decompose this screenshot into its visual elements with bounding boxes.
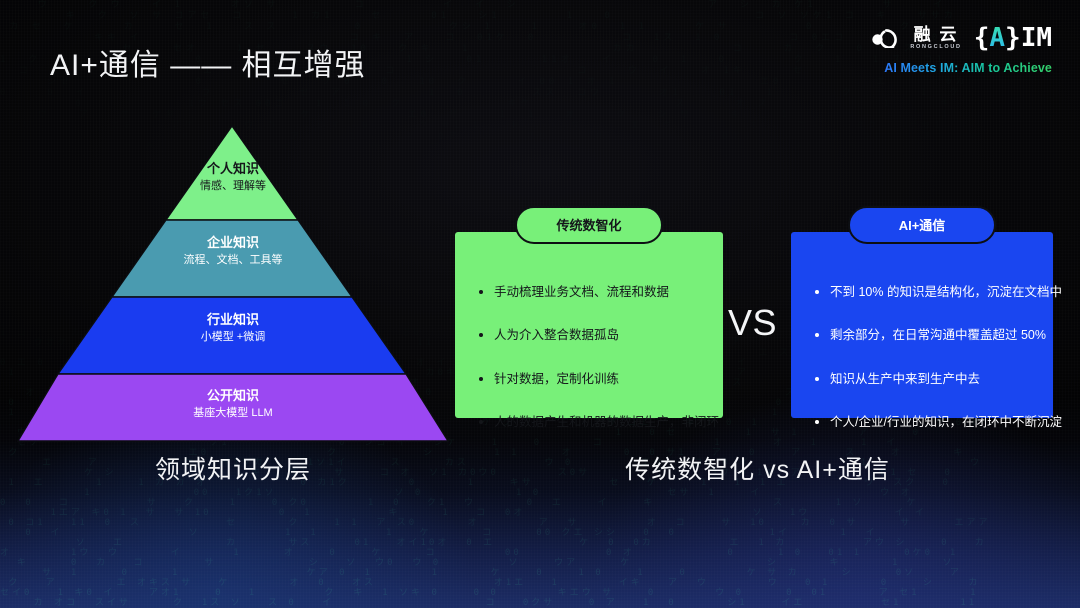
list-item: 知识从生产中来到生产中去 xyxy=(815,371,1035,387)
aim-letter-a: A xyxy=(989,25,1005,51)
card-traditional: 传统数智化 手动梳理业务文档、流程和数据 人为介入整合数据孤岛 针对数据，定制化… xyxy=(455,232,723,418)
list-item: 人的数据产生和机器的数据生产，非闭环 xyxy=(479,414,705,430)
vs-label: VS xyxy=(728,302,777,344)
brand-logos-row: 融 云 RONGCLOUD { A } IM xyxy=(870,22,1052,54)
brand-lockup: 融 云 RONGCLOUD { A } IM AI Meets IM: AIM … xyxy=(870,22,1052,75)
pyramid-layer-4-shape xyxy=(18,374,448,441)
rongcloud-wordmark: 融 云 RONGCLOUD xyxy=(910,26,961,51)
rongcloud-logo: 融 云 RONGCLOUD xyxy=(870,26,961,51)
list-item: 针对数据，定制化训练 xyxy=(479,371,705,387)
aim-logo: { A } IM xyxy=(974,25,1052,51)
aim-brace-close: } xyxy=(1005,25,1021,51)
knowledge-pyramid: 个人知识 情感、理解等 企业知识 流程、文档、工具等 行业知识 小模型 +微调 … xyxy=(16,124,450,444)
aim-brace-open: { xyxy=(974,25,990,51)
card-ai-communication-bullets: 不到 10% 的知识是结构化，沉淀在文档中 剩余部分，在日常沟通中覆盖超过 50… xyxy=(815,284,1035,430)
list-item: 手动梳理业务文档、流程和数据 xyxy=(479,284,705,300)
page-title: AI+通信 —— 相互增强 xyxy=(50,40,366,84)
rongcloud-mark-icon xyxy=(870,28,904,48)
card-traditional-pill: 传统数智化 xyxy=(515,206,663,244)
pyramid-layer-1-shape xyxy=(166,126,298,220)
comparison-caption: 传统数智化 vs AI+通信 xyxy=(455,450,1060,486)
pyramid-layer-2-shape xyxy=(112,220,352,297)
rongcloud-name-en: RONGCLOUD xyxy=(910,45,961,51)
pyramid-layer-3-shape xyxy=(58,297,406,374)
list-item: 个人/企业/行业的知识，在闭环中不断沉淀 xyxy=(815,414,1035,430)
list-item: 人为介入整合数据孤岛 xyxy=(479,327,705,343)
card-ai-communication-pill: AI+通信 xyxy=(848,206,996,244)
pyramid-caption: 领域知识分层 xyxy=(16,450,450,486)
pyramid-svg xyxy=(16,124,450,444)
list-item: 不到 10% 的知识是结构化，沉淀在文档中 xyxy=(815,284,1035,300)
aim-letters-im: IM xyxy=(1021,25,1052,51)
list-item: 剩余部分，在日常沟通中覆盖超过 50% xyxy=(815,327,1035,343)
card-traditional-bullets: 手动梳理业务文档、流程和数据 人为介入整合数据孤岛 针对数据，定制化训练 人的数… xyxy=(479,284,705,430)
card-ai-communication: AI+通信 不到 10% 的知识是结构化，沉淀在文档中 剩余部分，在日常沟通中覆… xyxy=(791,232,1053,418)
rongcloud-name-cn: 融 云 xyxy=(914,26,959,43)
brand-tagline: AI Meets IM: AIM to Achieve xyxy=(870,61,1052,75)
